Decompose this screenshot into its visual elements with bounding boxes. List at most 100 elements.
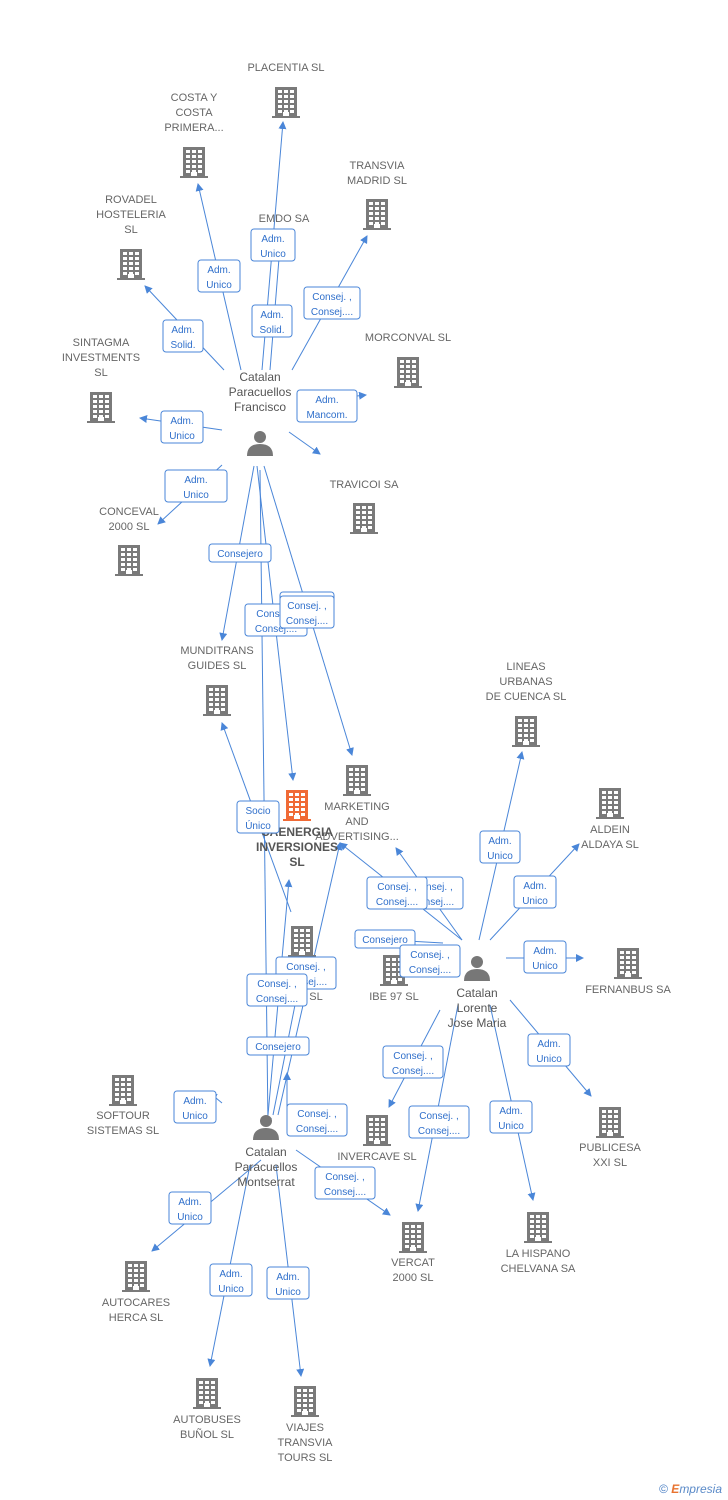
company-label-line: DE CUENCA SL	[486, 691, 567, 703]
company-node-sl_node[interactable]: SL	[288, 926, 323, 1003]
relation-label[interactable]: Adm.Unico	[513, 875, 557, 909]
relation-label[interactable]: Consej. ,Consej....	[303, 286, 361, 320]
building-icon	[524, 1212, 552, 1243]
company-label[interactable]: MORCONVAL SL	[365, 332, 451, 344]
relation-label[interactable]: Adm.Unico	[489, 1100, 533, 1134]
company-label-line: SL	[289, 855, 304, 869]
relation-label-line: Adm.	[207, 265, 230, 276]
relation-label-line: Unico	[498, 1121, 524, 1132]
company-node-travicoi[interactable]: TRAVICOI SA	[330, 479, 400, 534]
relation-label[interactable]: Consej. ,Consej....	[246, 973, 308, 1007]
relation-label[interactable]: Consejero	[208, 543, 272, 563]
company-label-line: VIAJES	[286, 1422, 324, 1434]
relation-label[interactable]: Adm.Unico	[173, 1090, 217, 1124]
relation-label[interactable]: Consej. ,Consej....	[314, 1166, 376, 1200]
company-label-line: AND	[345, 816, 368, 828]
relation-label[interactable]: Consejero	[354, 929, 416, 949]
relation-label-line: Adm.	[533, 946, 556, 957]
company-node-invercave[interactable]: INVERCAVE SL	[337, 1115, 417, 1163]
relation-label[interactable]: Adm.Solid.	[162, 319, 204, 353]
brand-watermark: © Empresia	[659, 1482, 722, 1496]
company-label[interactable]: TRAVICOI SA	[330, 479, 400, 491]
relation-label-line: Consejero	[362, 935, 408, 946]
company-label[interactable]: PLACENTIA SL	[247, 62, 324, 74]
relation-label[interactable]: Consejero	[246, 1036, 310, 1056]
company-label[interactable]: SL	[309, 991, 322, 1003]
company-label-line: MORCONVAL SL	[365, 332, 451, 344]
relation-label-line: Consej. ,	[297, 1109, 336, 1120]
relation-label[interactable]: Consej. ,Consej....	[286, 1103, 348, 1137]
relation-label[interactable]: Adm.Mancom.	[296, 389, 358, 423]
relation-label[interactable]: Consej. ,Consej....	[382, 1045, 444, 1079]
building-icon	[109, 1075, 137, 1106]
relation-label[interactable]: Consej. ,Consej....	[366, 876, 428, 910]
relation-label[interactable]: Consej. ,Consej....	[279, 595, 335, 629]
relation-label[interactable]: Adm.Unico	[266, 1266, 310, 1300]
person-label-line: Francisco	[234, 400, 286, 414]
company-label[interactable]: EMDO SA	[259, 213, 310, 225]
company-label[interactable]: IBE 97 SL	[369, 991, 419, 1003]
relation-label-line: Consej....	[256, 994, 298, 1005]
relation-label[interactable]: Adm.Unico	[479, 830, 521, 864]
relation-label[interactable]: Adm.Unico	[164, 469, 228, 503]
relation-label[interactable]: Adm.Solid.	[251, 304, 293, 338]
company-node-morconval[interactable]: MORCONVAL SL	[365, 332, 451, 388]
company-node-fernanbus[interactable]: FERNANBUS SA	[585, 948, 671, 996]
company-node-placentia[interactable]: PLACENTIA SL	[247, 62, 325, 118]
company-label[interactable]: FERNANBUS SA	[585, 984, 671, 996]
relation-label[interactable]: Adm.Unico	[250, 228, 296, 262]
relation-label[interactable]: Adm.Unico	[209, 1263, 253, 1297]
company-label[interactable]: INVERCAVE SL	[337, 1151, 416, 1163]
company-label-line: SL	[124, 224, 137, 236]
relation-label[interactable]: Consej. ,Consej....	[408, 1105, 470, 1139]
relation-label[interactable]: Adm.Unico	[527, 1033, 571, 1067]
relation-label[interactable]: Adm.Unico	[523, 940, 567, 974]
relation-label[interactable]: Adm.Unico	[197, 259, 241, 293]
company-node-emdo[interactable]: EMDO SA	[259, 213, 310, 225]
relation-label[interactable]: Consej. ,Consej....	[399, 944, 461, 978]
building-icon	[343, 765, 371, 796]
relation-label[interactable]: Adm.Unico	[160, 410, 204, 444]
relation-label[interactable]: Adm.Unico	[168, 1191, 212, 1225]
